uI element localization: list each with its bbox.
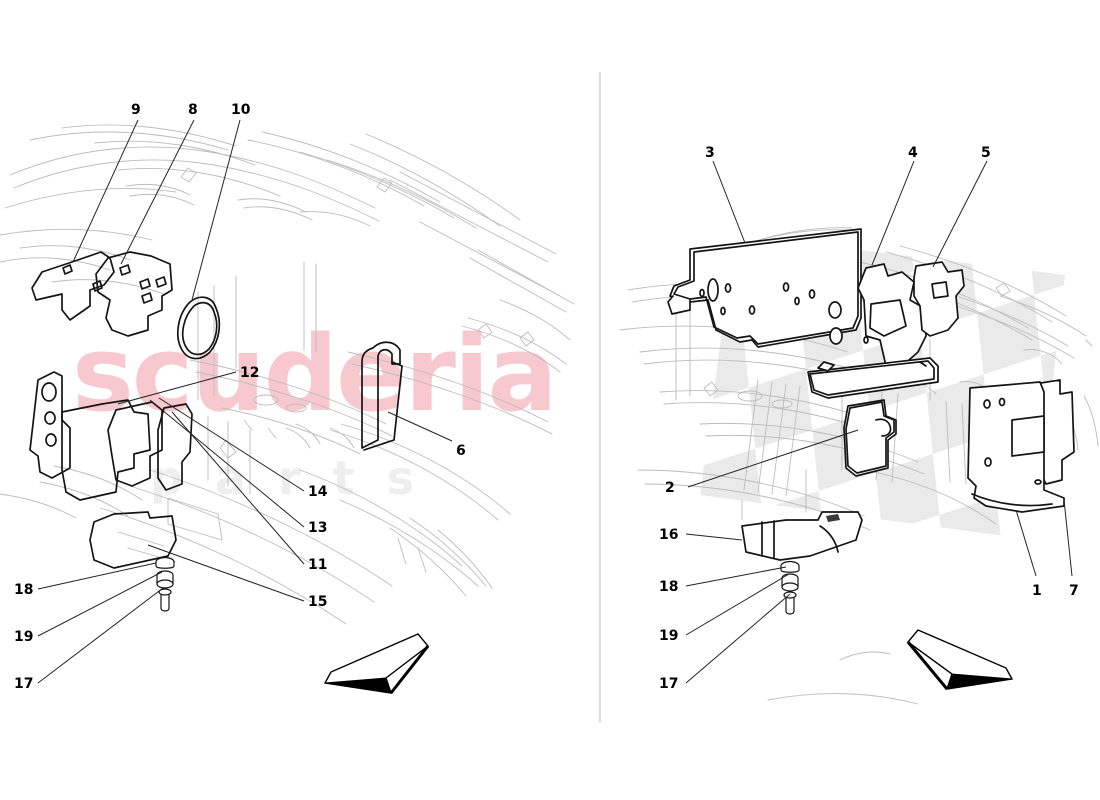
callout-label-11[interactable]: 11 <box>308 557 328 573</box>
callout-label-8[interactable]: 8 <box>188 102 198 118</box>
callout-label-18-right[interactable]: 18 <box>659 579 679 595</box>
callout-label-17-right[interactable]: 17 <box>659 676 679 692</box>
callout-label-19-left[interactable]: 19 <box>14 629 34 645</box>
callout-label-9[interactable]: 9 <box>131 102 141 118</box>
ghost-body-structure-left <box>0 124 575 625</box>
right-leader-lines <box>685 160 1073 684</box>
callout-label-5[interactable]: 5 <box>981 145 991 161</box>
callout-label-15[interactable]: 15 <box>308 594 328 610</box>
callout-label-14[interactable]: 14 <box>308 484 328 500</box>
callout-label-13[interactable]: 13 <box>308 520 328 536</box>
direction-arrows <box>323 629 1014 694</box>
left-hardware-group <box>155 556 175 612</box>
right-parts-group <box>667 228 1075 561</box>
callout-label-3[interactable]: 3 <box>705 145 715 161</box>
callout-label-1[interactable]: 1 <box>1032 583 1042 599</box>
callout-label-18-left[interactable]: 18 <box>14 582 34 598</box>
callout-label-19-right[interactable]: 19 <box>659 628 679 644</box>
callout-label-2[interactable]: 2 <box>665 480 675 496</box>
callout-label-4[interactable]: 4 <box>908 145 918 161</box>
callout-label-6[interactable]: 6 <box>456 443 466 459</box>
callout-label-10[interactable]: 10 <box>231 102 251 118</box>
right-hardware-group <box>780 560 800 615</box>
callout-label-7[interactable]: 7 <box>1069 583 1079 599</box>
left-parts-group <box>29 251 403 569</box>
callout-label-17-left[interactable]: 17 <box>14 676 34 692</box>
callout-label-16[interactable]: 16 <box>659 527 679 543</box>
callout-label-12[interactable]: 12 <box>240 365 260 381</box>
left-leader-lines <box>37 119 453 684</box>
